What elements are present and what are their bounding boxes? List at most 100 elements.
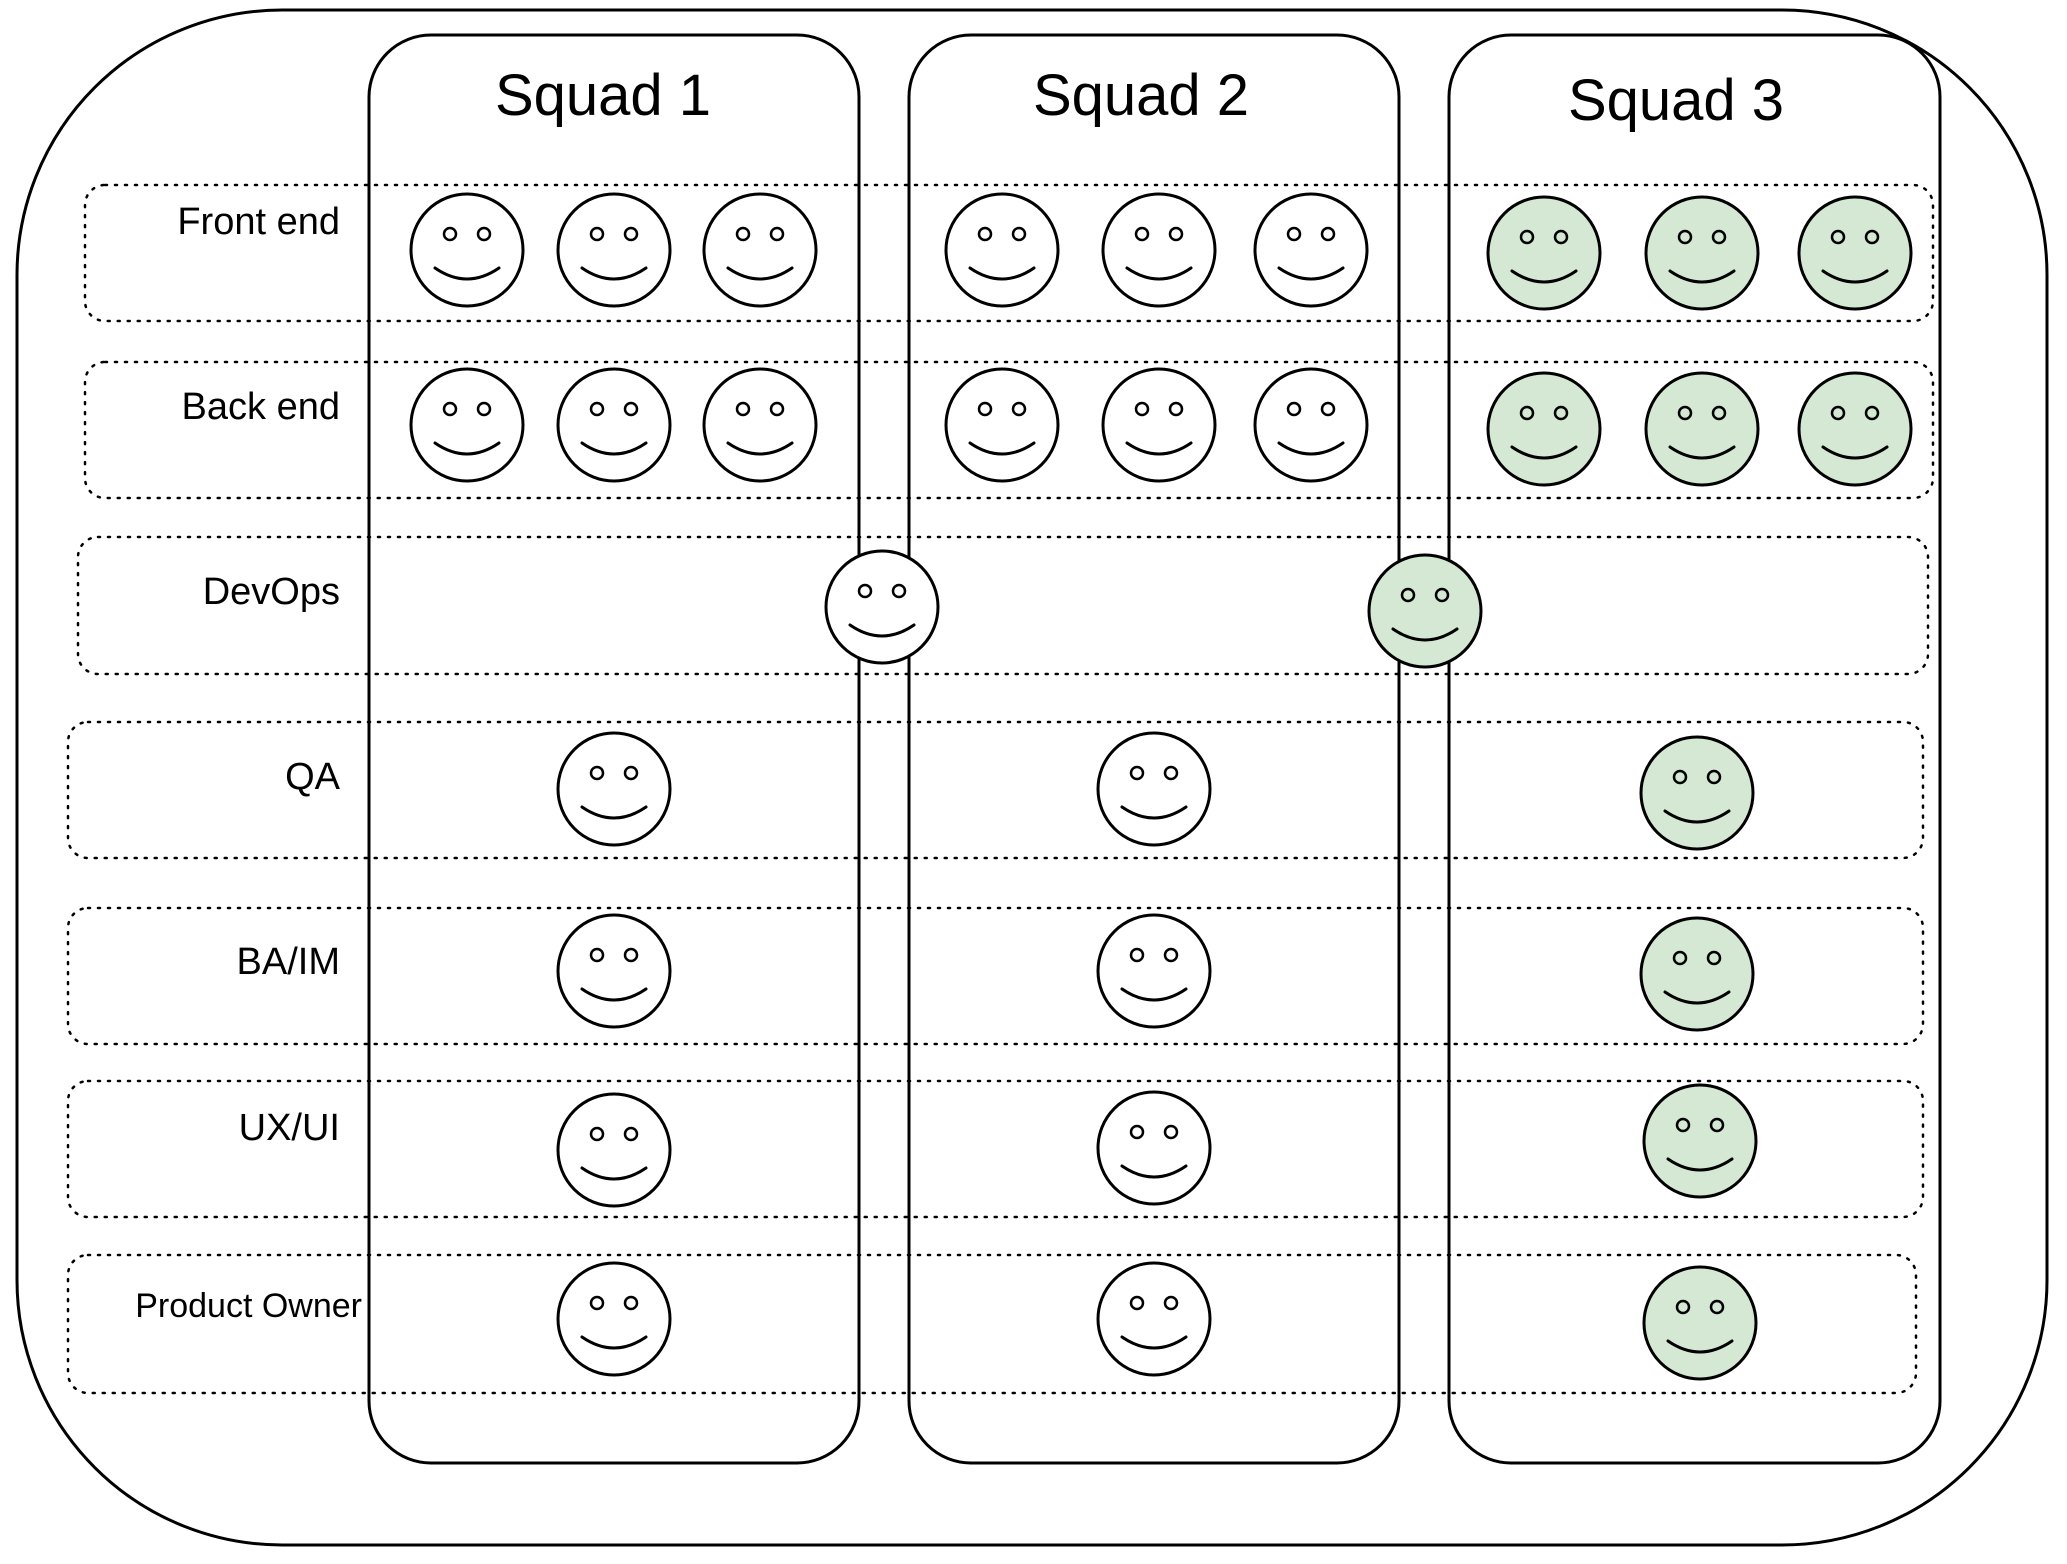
smiley-eye bbox=[1134, 226, 1150, 242]
smiley-mouth bbox=[580, 266, 648, 281]
smiley-eye bbox=[1709, 1299, 1725, 1315]
smiley-eye bbox=[589, 226, 605, 242]
smiley-head bbox=[556, 192, 672, 308]
smiley-eye bbox=[476, 226, 492, 242]
smiley-mouth bbox=[1120, 1164, 1188, 1179]
member-smiley-icon bbox=[1253, 367, 1369, 483]
member-smiley-icon bbox=[702, 367, 818, 483]
smiley-eye bbox=[442, 401, 458, 417]
smiley-eye bbox=[589, 765, 605, 781]
member-smiley-icon bbox=[1101, 367, 1217, 483]
smiley-eye bbox=[1553, 405, 1569, 421]
smiley-mouth bbox=[1277, 441, 1345, 456]
role-label-devops: DevOps bbox=[203, 571, 340, 613]
member-smiley-icon bbox=[1486, 195, 1602, 311]
smiley-head bbox=[556, 731, 672, 847]
chapter-row-devops bbox=[76, 535, 1930, 676]
smiley-mouth bbox=[580, 441, 648, 456]
member-smiley-icon bbox=[1486, 371, 1602, 487]
squad-1-title: Squad 1 bbox=[495, 63, 711, 128]
smiley-mouth bbox=[968, 441, 1036, 456]
smiley-head bbox=[1486, 195, 1602, 311]
smiley-eye bbox=[1553, 229, 1569, 245]
member-smiley-icon bbox=[1797, 371, 1913, 487]
smiley-head bbox=[1367, 553, 1483, 669]
smiley-eye bbox=[1672, 769, 1688, 785]
member-smiley-icon bbox=[1096, 1261, 1212, 1377]
smiley-eye bbox=[891, 583, 907, 599]
member-smiley-icon bbox=[409, 192, 525, 308]
member-smiley-icon bbox=[1367, 553, 1483, 669]
smiley-head bbox=[1642, 1083, 1758, 1199]
smiley-head bbox=[702, 192, 818, 308]
chapter-row-product-owner bbox=[66, 1253, 1918, 1395]
smiley-eye bbox=[1168, 226, 1184, 242]
member-smiley-icon bbox=[1644, 371, 1760, 487]
chapter-rows bbox=[66, 183, 1935, 1395]
member-smiley-icon bbox=[409, 367, 525, 483]
smiley-head bbox=[1644, 195, 1760, 311]
smiley-mouth bbox=[1663, 809, 1731, 824]
smiley-eye bbox=[1706, 769, 1722, 785]
smiley-mouth bbox=[848, 623, 916, 638]
smiley-mouth bbox=[1663, 990, 1731, 1005]
smiley-eye bbox=[1011, 226, 1027, 242]
smiley-eye bbox=[735, 226, 751, 242]
smiley-eye bbox=[1320, 401, 1336, 417]
smiley-head bbox=[824, 549, 940, 665]
smiley-eye bbox=[1163, 1295, 1179, 1311]
smiley-mouth bbox=[1510, 445, 1578, 460]
smiley-eye bbox=[442, 226, 458, 242]
smiley-head bbox=[702, 367, 818, 483]
smiley-eye bbox=[1672, 950, 1688, 966]
smiley-head bbox=[1101, 192, 1217, 308]
smiley-eye bbox=[1711, 229, 1727, 245]
role-label-back-end: Back end bbox=[182, 386, 340, 428]
smiley-eye bbox=[623, 226, 639, 242]
smiley-head bbox=[409, 192, 525, 308]
chapter-row-front-end bbox=[83, 183, 1935, 323]
smiley-eye bbox=[1011, 401, 1027, 417]
smiley-eye bbox=[1286, 226, 1302, 242]
smiley-eye bbox=[623, 947, 639, 963]
smiley-eye bbox=[857, 583, 873, 599]
smiley-mouth bbox=[1666, 1339, 1734, 1354]
smiley-mouth bbox=[433, 441, 501, 456]
smiley-mouth bbox=[580, 987, 648, 1002]
smiley-eye bbox=[623, 1126, 639, 1142]
smiley-eye bbox=[1675, 1117, 1691, 1133]
smiley-eye bbox=[1286, 401, 1302, 417]
smiley-eye bbox=[1400, 587, 1416, 603]
member-smiley-icon bbox=[556, 192, 672, 308]
smiley-eye bbox=[589, 401, 605, 417]
smiley-eye bbox=[1163, 765, 1179, 781]
smiley-eye bbox=[589, 1126, 605, 1142]
smiley-eye bbox=[623, 765, 639, 781]
smiley-mouth bbox=[1668, 269, 1736, 284]
smiley-mouth bbox=[1277, 266, 1345, 281]
smiley-eye bbox=[1134, 401, 1150, 417]
smiley-eye bbox=[476, 401, 492, 417]
smiley-eye bbox=[1320, 226, 1336, 242]
smiley-eye bbox=[769, 401, 785, 417]
smiley-head bbox=[1642, 1265, 1758, 1381]
smiley-head bbox=[1096, 913, 1212, 1029]
role-label-front-end: Front end bbox=[177, 201, 340, 243]
smiley-eye bbox=[1711, 405, 1727, 421]
smiley-head bbox=[1639, 735, 1755, 851]
squad-3-title: Squad 3 bbox=[1568, 68, 1784, 133]
smiley-eye bbox=[1168, 401, 1184, 417]
member-smiley-icon bbox=[944, 192, 1060, 308]
smiley-head bbox=[1639, 916, 1755, 1032]
smiley-eye bbox=[1675, 1299, 1691, 1315]
smiley-eye bbox=[1434, 587, 1450, 603]
smiley-mouth bbox=[1821, 445, 1889, 460]
smiley-mouth bbox=[1120, 1335, 1188, 1350]
squad-column-3 bbox=[1447, 33, 1942, 1465]
smiley-head bbox=[1486, 371, 1602, 487]
smiley-mouth bbox=[1120, 805, 1188, 820]
member-smiley-icon bbox=[1642, 1265, 1758, 1381]
smiley-eye bbox=[1519, 405, 1535, 421]
smiley-mouth bbox=[968, 266, 1036, 281]
